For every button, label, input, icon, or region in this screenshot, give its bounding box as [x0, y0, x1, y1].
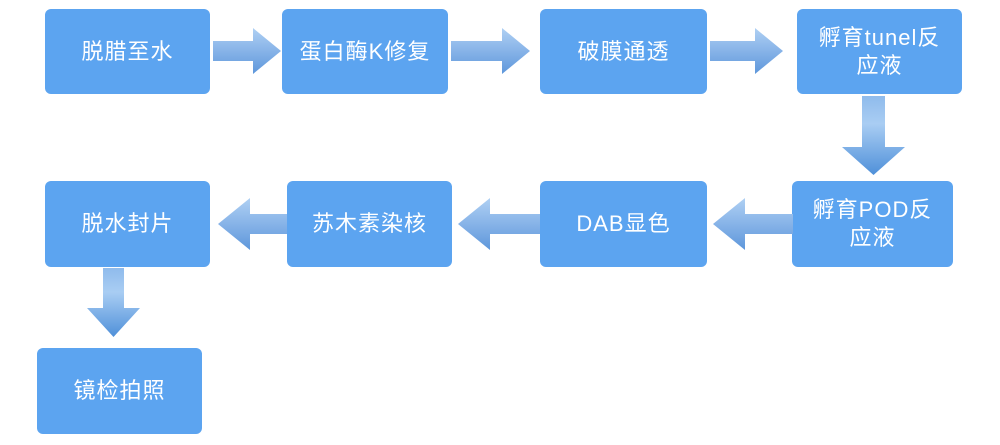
left-arrow-step6-step7-icon [458, 198, 540, 250]
right-arrow-step1-step2-icon [213, 28, 281, 74]
flow-step-dab-coloration: DAB显色 [540, 181, 707, 267]
flow-step-incubate-pod-reagent: 孵育POD反 应液 [792, 181, 953, 267]
flow-step-microscopy-photo: 镜检拍照 [37, 348, 202, 434]
flow-step-dewax-to-water: 脱腊至水 [45, 9, 210, 94]
flow-step-proteinase-k-repair: 蛋白酶K修复 [282, 9, 448, 94]
down-arrow-step8-step9-icon [87, 268, 140, 337]
right-arrow-step2-step3-icon [451, 28, 530, 74]
flow-step-incubate-tunel-reagent: 孵育tunel反 应液 [797, 9, 962, 94]
flow-step-membrane-permeabilization: 破膜通透 [540, 9, 707, 94]
left-arrow-step5-step6-icon [713, 198, 793, 250]
right-arrow-step3-step4-icon [710, 28, 783, 74]
flow-step-dehydrate-mount: 脱水封片 [45, 181, 210, 267]
down-arrow-step4-step5-icon [842, 96, 905, 175]
flow-step-hematoxylin-nuclear-stain: 苏木素染核 [287, 181, 452, 267]
left-arrow-step7-step8-icon [218, 198, 287, 250]
